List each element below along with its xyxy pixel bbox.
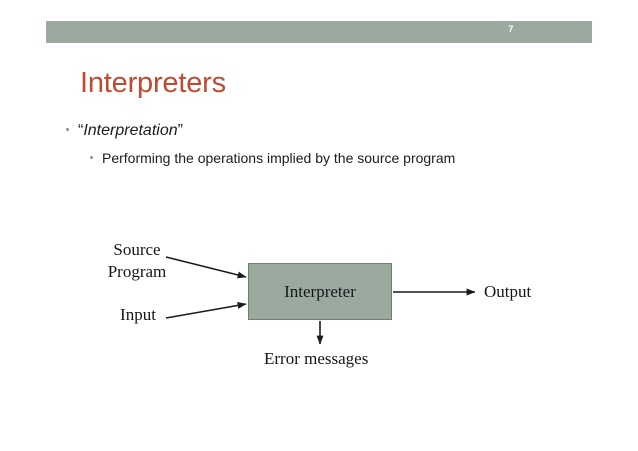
bullet-item-performing-operations: Performing the operations implied by the… [90, 150, 455, 166]
diagram-label-input: Input [120, 305, 156, 324]
bullet-dot-icon [90, 156, 93, 159]
bullet-item-interpretation: “Interpretation” [66, 122, 183, 140]
diagram-arrows [165, 256, 476, 345]
bullet-item-label: “Interpretation” [78, 122, 183, 140]
page-title: Interpreters [80, 67, 226, 99]
bullet-dot-icon [66, 128, 69, 131]
arrow-source-program [165, 256, 247, 279]
bullet-item-label: Performing the operations implied by the… [102, 150, 456, 166]
diagram-label-error-messages: Error messages [264, 349, 369, 368]
page-number: 7 [508, 24, 514, 34]
quote-open: “ [78, 122, 84, 139]
bullet-emphasis-text: Interpretation [83, 122, 178, 139]
slide-header-bar [46, 21, 592, 43]
interpreter-box-label: Interpreter [284, 281, 356, 301]
source-program-line-1: Source [113, 240, 161, 259]
arrow-input [165, 302, 247, 319]
diagram-label-output: Output [484, 282, 532, 301]
quote-close: ” [177, 122, 183, 139]
source-program-line-2: Program [107, 262, 167, 281]
interpreter-box: Interpreter [248, 263, 392, 320]
